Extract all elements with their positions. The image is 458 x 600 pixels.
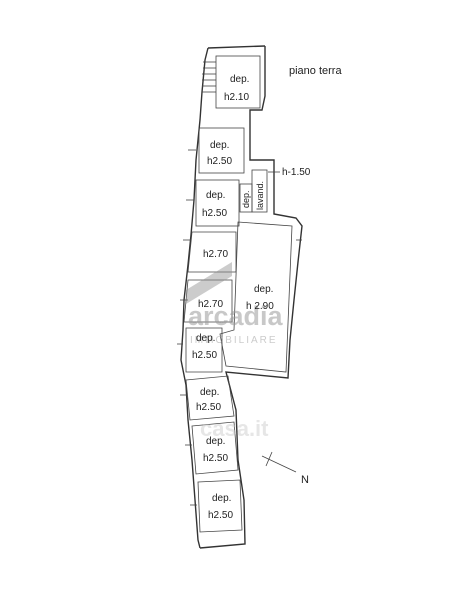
room-7-outline — [185, 327, 223, 373]
room-labels: dep. h2.10 dep. h2.50 dep. h2.50 h2.70 h… — [192, 74, 274, 521]
level-note: h-1.50 — [282, 167, 311, 178]
room-1-name: dep. — [230, 74, 249, 85]
watermark-brand: arcadia — [188, 301, 284, 331]
room-10-outline — [197, 479, 243, 533]
staircase — [202, 61, 216, 93]
room-large-height: h 2.90 — [246, 301, 274, 312]
room-large-outline — [219, 221, 293, 373]
room-7-name: dep. — [196, 333, 215, 344]
room-8-name: dep. — [200, 387, 219, 398]
room-3-name: dep. — [206, 190, 225, 201]
room-3-height: h2.50 — [202, 208, 227, 219]
room-1-outline — [215, 55, 261, 109]
room-large-name: dep. — [254, 284, 273, 295]
room-5-outline — [183, 279, 233, 323]
watermark: arcadia IMMOBILIARE casa.it — [186, 262, 284, 441]
small-room-lav-outline — [251, 169, 268, 213]
small-room-lav-label: lavand. — [255, 181, 265, 210]
north-arrow: N — [261, 451, 309, 486]
room-7-height: h2.50 — [192, 350, 217, 361]
room-10-name: dep. — [212, 493, 231, 504]
room-2-height: h2.50 — [207, 156, 232, 167]
room-9-height: h2.50 — [203, 453, 228, 464]
floor-title: piano terra — [289, 65, 342, 77]
room-outlines — [183, 55, 293, 533]
room-9-name: dep. — [206, 436, 225, 447]
room-8-height: h2.50 — [196, 402, 221, 413]
watermark-portal: casa.it — [200, 416, 269, 441]
room-9-outline — [191, 421, 239, 475]
room-2-outline — [198, 127, 245, 174]
outer-wall-right — [199, 46, 303, 549]
north-label: N — [301, 474, 309, 486]
room-10-height: h2.50 — [208, 510, 233, 521]
outer-walls — [180, 45, 303, 549]
north-arrow-tick — [265, 451, 273, 467]
small-room-dep-label: dep. — [241, 190, 251, 208]
room-4-height: h2.70 — [203, 249, 228, 260]
wall-ticks — [177, 149, 302, 506]
room-3-outline — [195, 179, 240, 227]
room-1-height: h2.10 — [224, 92, 249, 103]
outer-wall-top — [207, 45, 266, 49]
room-8-outline — [185, 375, 235, 421]
room-2-name: dep. — [210, 140, 229, 151]
north-arrow-line — [261, 455, 297, 473]
watermark-sub: IMMOBILIARE — [190, 335, 278, 346]
room-5-height: h2.70 — [198, 299, 223, 310]
watermark-logo-stripe — [186, 262, 232, 304]
